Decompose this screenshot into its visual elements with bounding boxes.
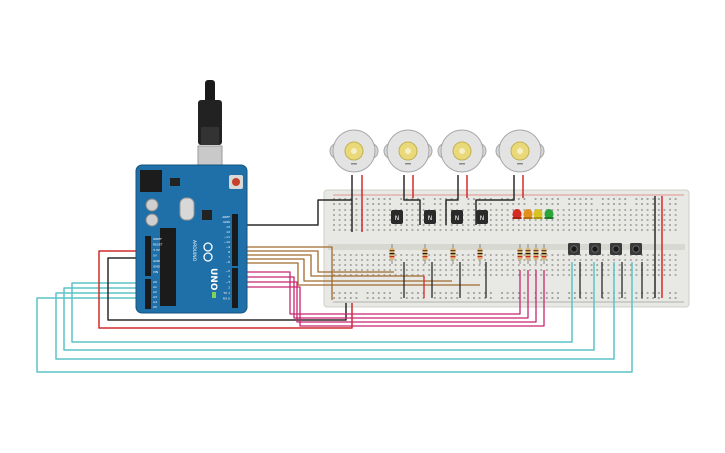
power-header (145, 236, 151, 276)
wire-magenta-1 (236, 270, 521, 315)
transistor-label: N (395, 215, 400, 222)
arduino-brand-label: ARDUINO (191, 240, 197, 262)
push-buttons (568, 243, 642, 255)
wire-black-top (236, 199, 352, 226)
digital-pin-label: 4 (228, 275, 230, 279)
digital-pin-label: 2 (228, 286, 230, 290)
npn-transistor[interactable]: N (424, 210, 436, 224)
resistor[interactable] (541, 244, 547, 264)
push-button[interactable] (568, 243, 580, 255)
digital-header-top (232, 214, 238, 266)
wire-brown-2 (236, 250, 394, 273)
arduino-logo (203, 242, 213, 262)
resistor[interactable] (517, 244, 523, 264)
push-button[interactable] (610, 243, 622, 255)
transistor-label: N (480, 215, 485, 222)
power-pin-label: IOREF (153, 237, 162, 241)
digital-pin-label: ~11 (224, 235, 230, 239)
digital-pin-label: ~10 (224, 240, 230, 244)
power-pin-label: 3.3V (153, 248, 161, 252)
power-pin-label: GND (153, 259, 161, 263)
dc-motor[interactable] (495, 129, 545, 173)
wire-brown-4 (236, 258, 452, 282)
wire-cyan-2 (63, 262, 595, 351)
power-pin-label: VIN (153, 270, 158, 274)
leds (512, 209, 554, 219)
wire-cyan-3 (55, 262, 615, 360)
dc-motors (329, 129, 545, 173)
usb-cable (205, 80, 215, 105)
digital-pin-label: 12 (226, 230, 230, 234)
power-jack (140, 170, 162, 192)
resistor[interactable] (422, 244, 428, 264)
wire-brown-5 (236, 262, 480, 286)
wire-magenta-2 (236, 270, 529, 319)
analog-pin-label: A2 (153, 290, 157, 294)
digital-pin-label: ~5 (226, 269, 231, 273)
led-red[interactable] (512, 209, 522, 219)
wire-cyan-1 (71, 262, 573, 343)
transistor-label: N (455, 215, 460, 222)
resistors (389, 244, 547, 264)
digital-pin-label: 13 (226, 225, 230, 229)
resistor[interactable] (450, 244, 456, 264)
analog-header (145, 279, 151, 309)
wire-red-5v (98, 250, 353, 329)
power-pin-label: GND (153, 265, 161, 269)
digital-pin-label: AREF (222, 215, 230, 219)
resistor[interactable] (533, 244, 539, 264)
digital-pin-label: GND (223, 220, 231, 224)
digital-pin-label: RX 0 (223, 297, 230, 301)
wire-cyan-4 (36, 262, 633, 373)
push-button[interactable] (589, 243, 601, 255)
analog-pin-label: A4 (153, 300, 157, 304)
digital-pin-label: ~6 (226, 260, 231, 264)
led-green[interactable] (544, 209, 554, 219)
digital-header-bottom (232, 268, 238, 308)
wire-magenta-3 (236, 270, 537, 323)
power-pin-label: RESET (153, 243, 163, 247)
dc-motor[interactable] (383, 129, 433, 173)
analog-pin-label: A5 (153, 305, 157, 309)
arduino-model-label: UNO (208, 268, 218, 291)
dc-motor[interactable] (329, 129, 379, 173)
wire-brown-1 (236, 246, 333, 300)
led-yellow[interactable] (533, 209, 543, 219)
power-pin-label: 5V (153, 254, 158, 258)
wires (36, 175, 663, 373)
resistor[interactable] (525, 244, 531, 264)
atmega-chip (160, 228, 176, 306)
resistor[interactable] (389, 244, 395, 264)
npn-transistor[interactable]: N (391, 210, 403, 224)
analog-pin-label: A0 (153, 280, 157, 284)
digital-pin-label: 7 (228, 255, 230, 259)
wire-brown-3 (236, 254, 424, 277)
digital-pin-label: 8 (228, 250, 230, 254)
npn-transistor[interactable]: N (451, 210, 463, 224)
transistor-label: N (428, 215, 433, 222)
analog-pin-label: A1 (153, 285, 157, 289)
dc-motor[interactable] (437, 129, 487, 173)
npn-transistor[interactable]: N (476, 210, 488, 224)
push-button[interactable] (630, 243, 642, 255)
digital-pin-label: TX 1 (222, 291, 230, 295)
wire-magenta-4 (236, 270, 545, 327)
digital-pin-label: ~9 (226, 245, 231, 249)
breadboard[interactable] (323, 189, 690, 308)
resistor[interactable] (477, 244, 483, 264)
analog-pin-label: A3 (153, 295, 157, 299)
digital-pin-label: ~3 (226, 280, 231, 284)
led-orange[interactable] (523, 209, 533, 219)
